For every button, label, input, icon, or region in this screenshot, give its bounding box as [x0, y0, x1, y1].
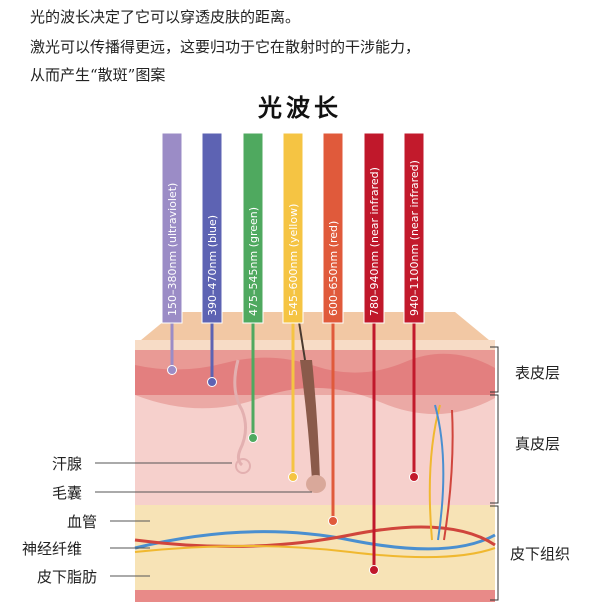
layer-brackets [490, 346, 499, 601]
subcutaneous-layer [135, 505, 495, 600]
label-blood-vessel: 血管 [67, 513, 98, 531]
nerve-fiber [134, 545, 496, 559]
wavelength-bar-rect [161, 132, 183, 324]
label-subcutaneous: 皮下组织 [510, 545, 571, 563]
label-fat: 皮下脂肪 [37, 568, 98, 586]
intro-line-3: 从而产生“散斑”图案 [30, 66, 166, 84]
blood-vessel-red [134, 525, 496, 548]
intro-line-2: 激光可以传播得更远，这要归功于它在散射时的干涉能力， [30, 38, 421, 56]
hair-follicle [300, 360, 320, 480]
intro-line-1: 光的波长决定了它可以穿透皮肤的距离。 [30, 8, 301, 26]
wavelength-bar: 545–600nm (yellow) [282, 132, 304, 482]
wavelength-bar: 780–940nm (near infrared) [363, 132, 385, 575]
wavelength-bar: 475–545nm (green) [242, 132, 264, 443]
wavelength-label: 940–1100nm (near infrared) [408, 160, 421, 316]
wavelength-bar-rect [201, 132, 223, 324]
wavelength-label: 475–545nm (green) [247, 207, 260, 316]
wavelength-label: 150–380nm (ultraviolet) [166, 183, 179, 316]
wavelength-bars: 150–380nm (ultraviolet) 390–470nm (blue) 4… [161, 132, 425, 575]
label-epidermis: 表皮层 [515, 364, 561, 382]
wavelength-label: 390–470nm (blue) [206, 215, 219, 316]
wavelength-bar-rect [282, 132, 304, 324]
penetration-depth-dot [328, 516, 338, 526]
wavelength-bar-rect [322, 132, 344, 324]
label-nerve-fiber: 神经纤维 [22, 540, 83, 558]
wavelength-label: 545–600nm (yellow) [287, 204, 300, 316]
penetration-depth-dot [167, 365, 177, 375]
wavelength-label: 600–650nm (red) [327, 221, 340, 316]
wavelength-bar: 940–1100nm (near infrared) [403, 132, 425, 482]
label-dermis: 真皮层 [515, 435, 561, 453]
wavelength-bar-rect [363, 132, 385, 324]
penetration-depth-dot [248, 433, 258, 443]
penetration-depth-dot [369, 565, 379, 575]
label-hair-follicle: 毛囊 [52, 484, 83, 502]
diagram-title: 光波长 [258, 94, 342, 122]
wavelength-bar: 150–380nm (ultraviolet) [161, 132, 183, 375]
wavelength-bar-rect [403, 132, 425, 324]
penetration-depth-dot [409, 472, 419, 482]
penetration-depth-dot [288, 472, 298, 482]
penetration-depth-dot [207, 377, 217, 387]
blood-vessel-blue [134, 530, 496, 551]
sweat-gland [233, 359, 247, 467]
wavelength-label: 780–940nm (near infrared) [368, 167, 381, 316]
wavelength-bar-rect [242, 132, 264, 324]
wavelength-bar: 390–470nm (blue) [201, 132, 223, 387]
label-sweat-gland: 汗腺 [52, 455, 83, 473]
skin-block [95, 289, 499, 602]
wavelength-bar: 600–650nm (red) [322, 132, 344, 526]
